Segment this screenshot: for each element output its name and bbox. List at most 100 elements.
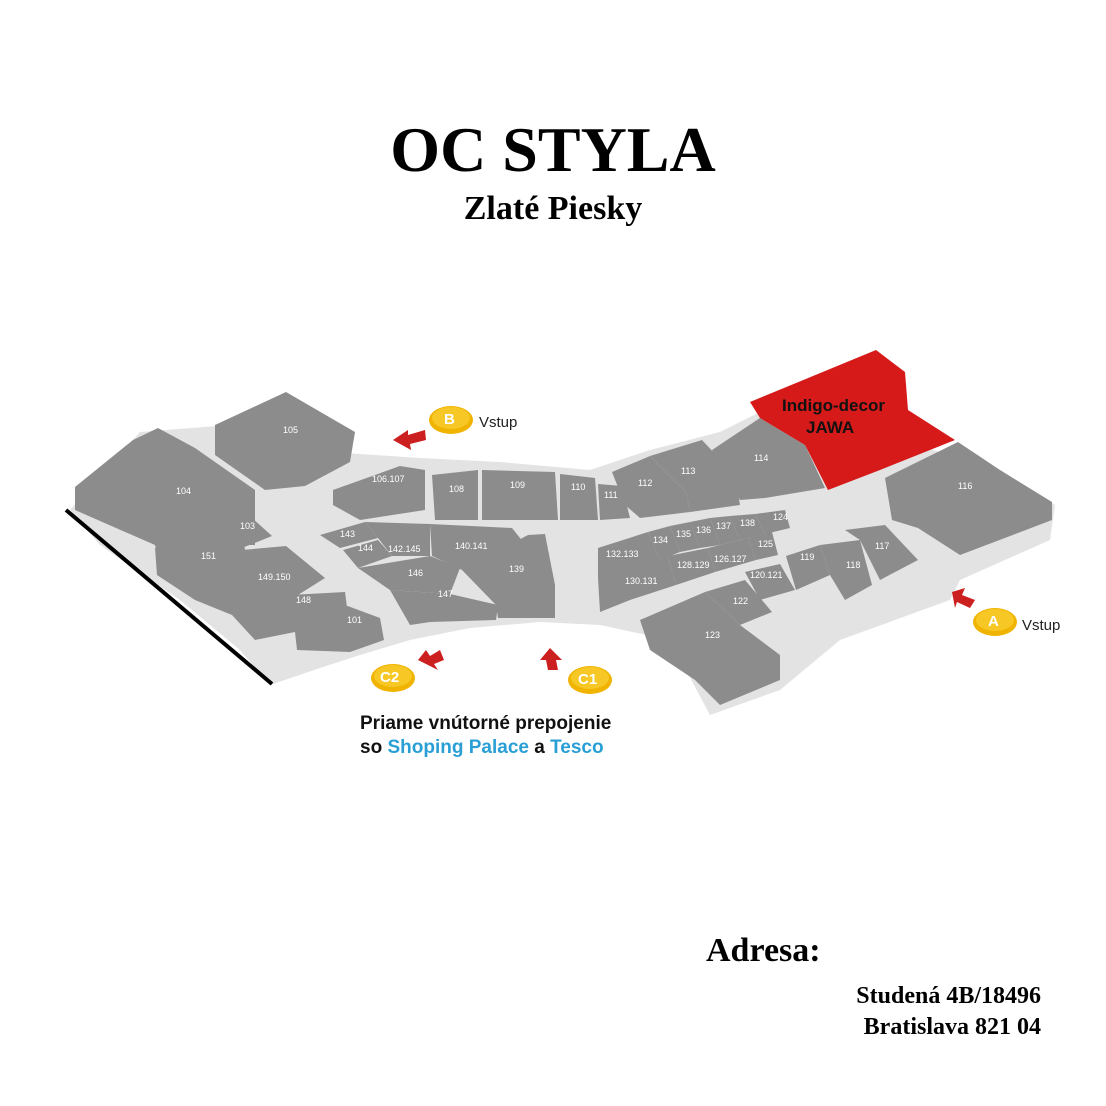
connection-line2: so Shoping Palace a Tesco <box>360 736 611 760</box>
shop-label: 106.107 <box>372 474 405 484</box>
shop-label: 138 <box>740 518 755 528</box>
shop-label: 120.121 <box>750 570 783 580</box>
shop-block-148 <box>232 592 348 640</box>
shop-label: 118 <box>846 560 860 570</box>
shop-label: 151 <box>201 551 216 561</box>
entrance-a: A Vstup <box>952 588 1060 636</box>
shop-label: 143 <box>340 529 355 539</box>
arrow-icon <box>393 430 426 450</box>
arrow-icon <box>540 648 562 670</box>
entrance-c1-coin-label: C1 <box>578 671 597 688</box>
shop-label: 139 <box>509 564 524 574</box>
shop-label: 111 <box>604 490 618 500</box>
entrance-c2: C2 <box>371 650 444 692</box>
coin-face <box>976 609 1014 631</box>
shop-block-108 <box>432 470 478 520</box>
shop-label: 114 <box>754 453 768 463</box>
highlighted-shop <box>750 350 955 490</box>
shop-block-140-141 <box>430 524 528 570</box>
connection-note: Priame vnútorné prepojenie so Shoping Pa… <box>360 712 611 760</box>
page-title: OC STYLA <box>390 114 716 185</box>
shop-label: 142.145 <box>388 544 421 554</box>
link-shoping-palace: Shoping Palace <box>387 737 529 758</box>
shop-label: 148 <box>296 595 311 605</box>
shop-block-135 <box>670 522 700 552</box>
shop-block-142-145 <box>365 522 430 556</box>
shop-block-114 <box>712 418 825 500</box>
shop-label: 117 <box>875 541 889 551</box>
highlight-label-line1: Indigo-decor <box>782 396 885 415</box>
entrance-c1: C1 <box>540 648 612 694</box>
shop-block-118 <box>820 540 872 600</box>
address-label: Adresa: <box>706 932 821 969</box>
shop-block-104 <box>75 428 255 562</box>
entrance-a-label: Vstup <box>1022 617 1060 634</box>
shop-block-117 <box>845 525 918 580</box>
shop-block-110 <box>560 474 598 520</box>
shop-block-126-127 <box>708 538 756 572</box>
connection-line1: Priame vnútorné prepojenie <box>360 713 612 734</box>
shop-label: 134 <box>653 535 668 545</box>
shop-block-147 <box>390 590 498 625</box>
shop-label: 103 <box>240 521 255 531</box>
shop-label: 108 <box>449 484 464 494</box>
shop-label: 104 <box>176 486 191 496</box>
shop-block-128-129 <box>668 548 715 585</box>
coin-face <box>571 667 609 689</box>
address-street: Studená 4B/18496 <box>856 983 1041 1009</box>
entrance-a-coin-label: A <box>988 613 999 630</box>
shop-block-122 <box>705 580 772 625</box>
shop-block-146 <box>358 556 460 594</box>
shop-label: 137 <box>716 521 731 531</box>
shop-block-112 <box>612 456 690 518</box>
shop-block-130-131 <box>598 556 676 612</box>
shop-label: 146 <box>408 568 423 578</box>
shop-block-134 <box>648 526 680 560</box>
shop-label: 124 <box>773 512 788 522</box>
connection-and: a <box>534 737 545 758</box>
entrance-b-label: Vstup <box>479 414 517 431</box>
shop-block-132-133 <box>598 532 660 578</box>
mall-edge-line <box>64 508 274 686</box>
shop-label: 110 <box>571 482 585 492</box>
shop-block-106-107 <box>333 466 425 520</box>
shop-label: 116 <box>958 481 972 491</box>
link-tesco: Tesco <box>550 737 604 758</box>
shop-label: 101 <box>347 615 362 625</box>
shop-label: 105 <box>283 425 298 435</box>
shop-block-143 <box>320 522 378 548</box>
shop-label: 123 <box>705 630 720 640</box>
shop-block-105 <box>215 392 355 490</box>
shop-label: 122 <box>733 596 748 606</box>
shop-block-137 <box>710 516 740 545</box>
shop-block-116 <box>885 442 1052 555</box>
shop-block-139 <box>462 534 555 618</box>
shop-label: 109 <box>510 480 525 490</box>
address-city: Bratislava 821 04 <box>863 1014 1041 1040</box>
connection-so: so <box>360 737 383 758</box>
shop-label: 147 <box>438 589 453 599</box>
shop-label: 149.150 <box>258 572 291 582</box>
shop-block-136 <box>690 518 720 548</box>
arrow-icon <box>952 588 975 608</box>
shop-label: 113 <box>681 466 695 476</box>
shop-block-123 <box>640 592 780 705</box>
arrow-icon <box>418 650 444 670</box>
shop-block-109 <box>482 470 558 520</box>
entrance-b-coin-label: B <box>444 411 455 428</box>
shop-block-119 <box>786 545 830 590</box>
shop-label: 130.131 <box>625 576 658 586</box>
shop-label: 128.129 <box>677 560 710 570</box>
shop-block-125 <box>748 532 778 560</box>
shop-label: 144 <box>358 543 373 553</box>
shop-label: 119 <box>800 552 814 562</box>
shop-label: 136 <box>696 525 711 535</box>
shop-block-138 <box>730 514 765 540</box>
coin-face <box>374 665 412 687</box>
highlight-label-line2: JAWA <box>806 418 854 437</box>
entrance-b: B Vstup <box>393 406 517 450</box>
shop-block-124 <box>755 510 790 534</box>
shop-label: 140.141 <box>455 541 488 551</box>
shop-label: 135 <box>676 529 691 539</box>
